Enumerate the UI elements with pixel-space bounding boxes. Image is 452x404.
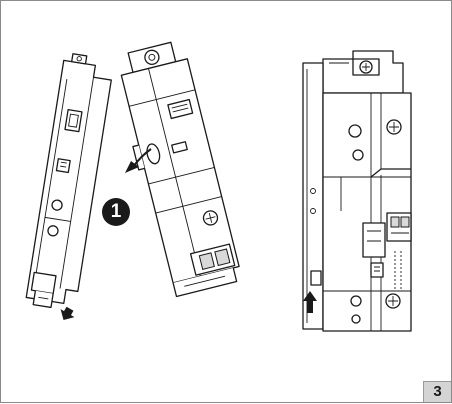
arrow-down-icon <box>60 306 75 321</box>
mounted-breaker <box>302 50 412 332</box>
rotating-breaker <box>120 41 240 298</box>
step-marker-badge: 1 <box>102 198 130 226</box>
curved-arrow-icon <box>125 161 139 173</box>
arrow-up-icon <box>303 291 317 313</box>
page-number-tab: 3 <box>423 381 451 402</box>
detached-module <box>25 53 112 309</box>
